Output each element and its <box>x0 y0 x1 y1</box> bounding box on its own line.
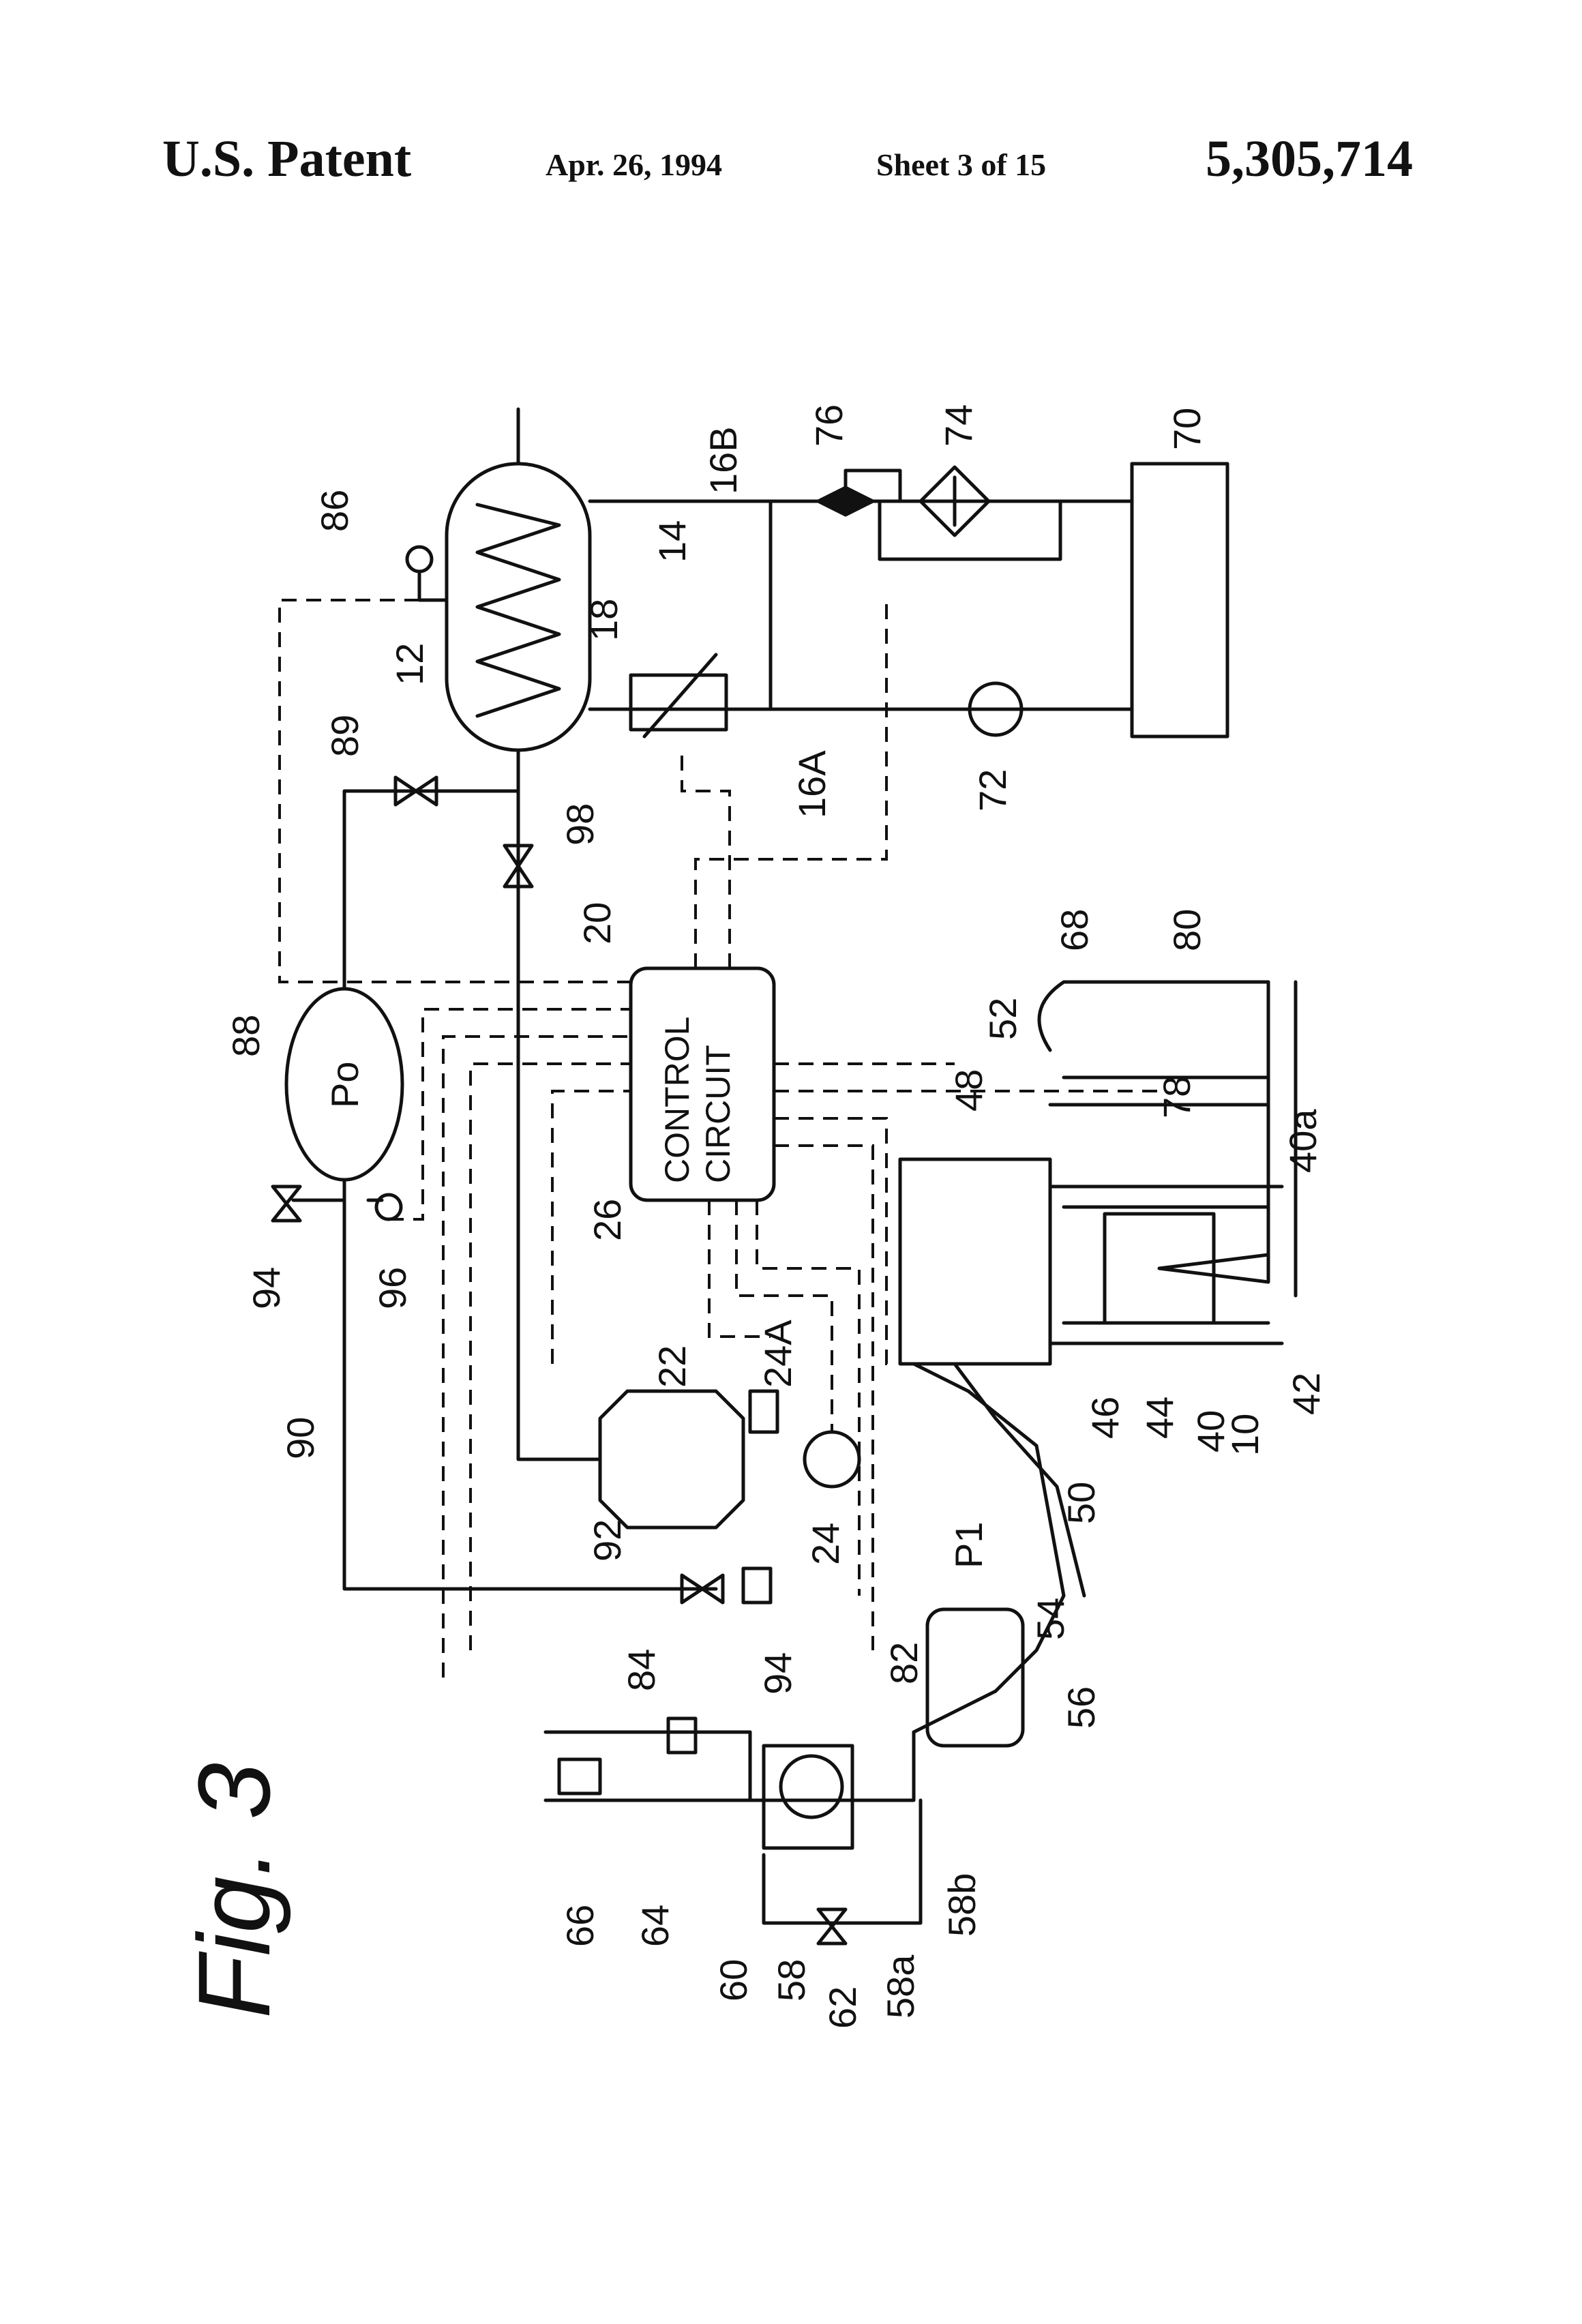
ref-80: 80 <box>1165 909 1208 951</box>
ref-14: 14 <box>651 520 693 563</box>
valve-62 <box>818 1909 846 1943</box>
ref-56: 56 <box>1060 1686 1103 1729</box>
ref-62: 62 <box>821 1986 864 2029</box>
ref-84: 84 <box>620 1649 663 1691</box>
exhaust-pipe-54 <box>914 1364 1084 1732</box>
pump-24 <box>805 1432 859 1487</box>
ref-94-bottom: 94 <box>756 1652 799 1695</box>
pressure-p1-label: P1 <box>947 1522 990 1569</box>
ref-64: 64 <box>633 1905 676 1947</box>
ref-98: 98 <box>558 803 601 846</box>
ref-52: 52 <box>981 998 1024 1040</box>
ref-18: 18 <box>582 599 625 641</box>
ref-40: 40 <box>1189 1410 1232 1452</box>
ref-40a: 40a <box>1281 1109 1324 1173</box>
ref-74: 74 <box>937 404 980 447</box>
control-circuit-line2: CIRCUIT <box>699 1045 737 1183</box>
ref-94-top: 94 <box>245 1267 288 1309</box>
ref-22: 22 <box>651 1345 693 1388</box>
intake-manifold-68 <box>1039 982 1268 1105</box>
reference-numerals: 10 12 14 16A 16B 18 20 22 24 24A 26 40 4… <box>224 404 1328 2029</box>
valve-76 <box>818 488 873 515</box>
figure-title: Fig. 3 <box>177 1763 291 2018</box>
heater-coil <box>477 505 559 716</box>
ref-16b: 16B <box>702 426 745 494</box>
ref-20: 20 <box>576 902 618 944</box>
ref-60: 60 <box>712 1959 755 2001</box>
ref-12: 12 <box>388 643 431 685</box>
tank-po-label: Po <box>323 1062 366 1109</box>
ref-24a: 24A <box>756 1320 799 1388</box>
ref-72: 72 <box>971 769 1014 811</box>
ref-89: 89 <box>323 715 366 757</box>
line-16a <box>590 709 1132 723</box>
ref-44: 44 <box>1138 1397 1181 1439</box>
ref-76: 76 <box>807 404 850 447</box>
ref-58a: 58a <box>879 1954 922 2018</box>
ref-92: 92 <box>586 1519 629 1562</box>
ref-50: 50 <box>1060 1482 1103 1524</box>
flow-valve-18 <box>631 675 726 730</box>
ref-24: 24 <box>804 1523 847 1565</box>
ref-70: 70 <box>1165 408 1208 450</box>
ref-58: 58 <box>770 1959 813 2001</box>
ref-96: 96 <box>371 1267 414 1309</box>
ref-86: 86 <box>313 490 356 532</box>
ref-58b: 58b <box>940 1873 983 1937</box>
ref-88: 88 <box>224 1015 267 1057</box>
ref-42: 42 <box>1285 1373 1328 1415</box>
ref-68: 68 <box>1053 909 1096 951</box>
engine-head <box>900 1159 1050 1364</box>
ref-78: 78 <box>1155 1076 1198 1118</box>
engine-cylinder <box>1050 1187 1282 1343</box>
ref-90: 90 <box>279 1417 322 1459</box>
ref-54: 54 <box>1029 1598 1072 1640</box>
control-circuit-line1: CONTROL <box>658 1017 696 1183</box>
ref-16a: 16A <box>790 750 833 818</box>
ref-66: 66 <box>558 1905 601 1947</box>
ref-26: 26 <box>586 1199 629 1241</box>
tank-70 <box>1132 464 1227 736</box>
ref-46: 46 <box>1084 1397 1126 1439</box>
ref-48: 48 <box>947 1069 990 1112</box>
injector-22 <box>600 1391 743 1528</box>
ref-82: 82 <box>882 1642 925 1684</box>
heat-exchanger-vessel <box>447 464 590 750</box>
valve-94 <box>273 1187 300 1221</box>
